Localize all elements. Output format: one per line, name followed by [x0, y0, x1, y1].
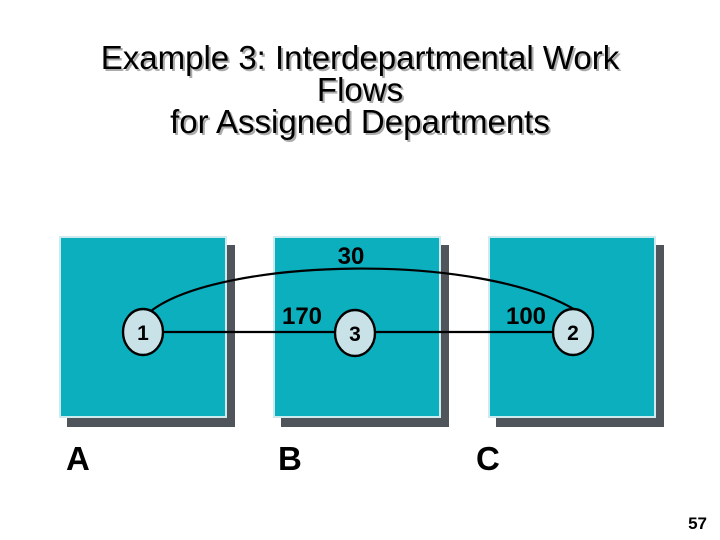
department-box-a [59, 236, 227, 418]
slide-page-number: 57 [688, 514, 707, 533]
node-2: 2 [551, 307, 595, 357]
node-2-circle [551, 307, 595, 357]
flow-value-3-to-2: 100 [505, 303, 547, 330]
flow-value-1-to-3: 170 [281, 303, 323, 330]
flow-arc-1-to-2 [150, 267, 578, 312]
department-label-a: A [66, 440, 90, 477]
title-line-2: Flows [316, 71, 404, 108]
title-line-1: Example 3: Interdepartmental Work [100, 39, 620, 76]
node-3-label: 3 [349, 323, 361, 346]
node-1-circle [121, 307, 165, 357]
node-3: 3 [333, 308, 377, 358]
title-line-3: for Assigned Departments [170, 103, 550, 140]
department-box-c [488, 236, 656, 418]
flow-value-1-to-2: 30 [337, 243, 365, 270]
department-label-b: B [278, 440, 302, 477]
department-label-c: C [476, 440, 500, 477]
node-1: 1 [121, 307, 165, 357]
node-1-label: 1 [137, 322, 149, 345]
node-2-label: 2 [567, 322, 579, 345]
slide-title: Example 3: Interdepartmental Work Flows … [0, 39, 720, 140]
node-3-circle [333, 308, 377, 358]
